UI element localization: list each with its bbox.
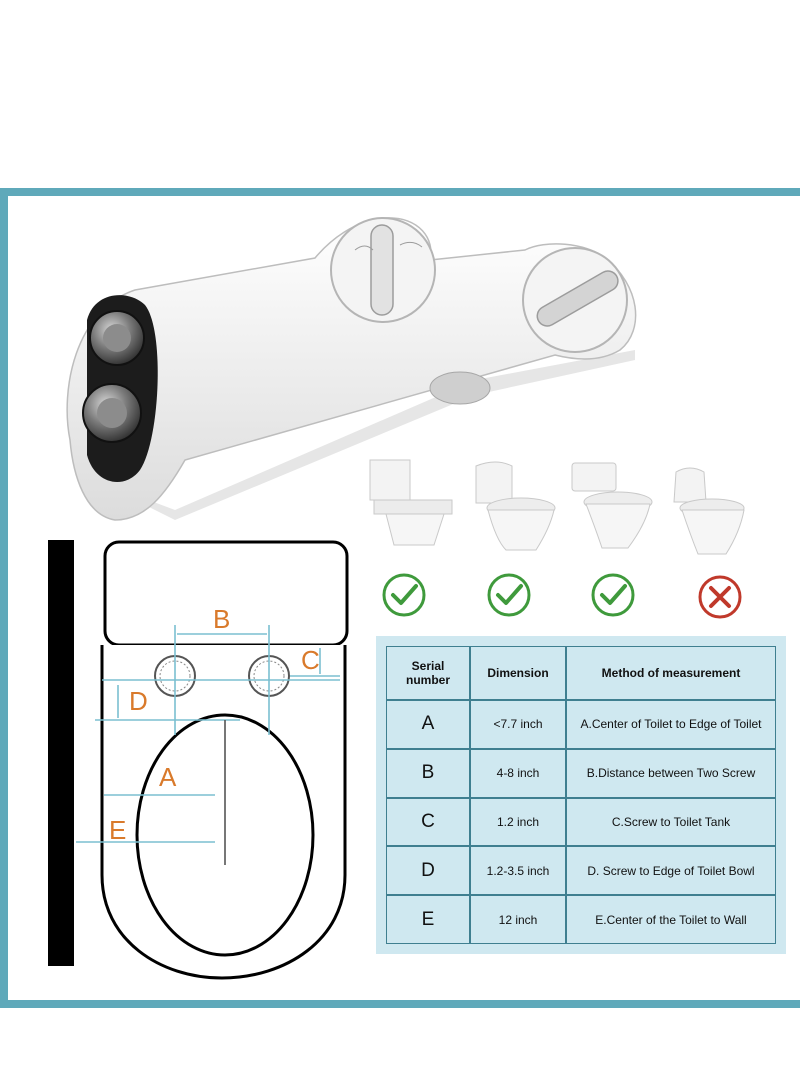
- toilet-wallback-icon: [673, 467, 745, 555]
- method-cell: E.Center of the Toilet to Wall: [566, 895, 776, 944]
- method-cell: C.Screw to Toilet Tank: [566, 797, 776, 847]
- serial-cell: A: [386, 700, 470, 749]
- check-icon: [591, 573, 635, 617]
- label-a: A: [159, 762, 177, 792]
- toilet-square-icon: [369, 459, 453, 546]
- dimension-cell: 1.2 inch: [470, 797, 566, 847]
- header-serial: Serial number: [386, 646, 470, 700]
- toilet-twopiece-icon: [571, 462, 653, 549]
- check-icon: [382, 573, 426, 617]
- table-row: A <7.7 inch A.Center of Toilet to Edge o…: [386, 700, 776, 749]
- toilet-onepiece-icon: [475, 461, 556, 551]
- method-cell: B.Distance between Two Screw: [566, 748, 776, 798]
- serial-cell: E: [386, 895, 470, 944]
- serial-cell: C: [386, 797, 470, 847]
- dimension-cell: <7.7 inch: [470, 700, 566, 749]
- dimension-cell: 4-8 inch: [470, 748, 566, 798]
- table-row: B 4-8 inch B.Distance between Two Screw: [386, 748, 776, 798]
- label-e: E: [109, 815, 127, 845]
- label-b: B: [213, 604, 231, 634]
- serial-cell: B: [386, 748, 470, 798]
- wall-bar: [48, 540, 74, 966]
- method-cell: A.Center of Toilet to Edge of Toilet: [566, 700, 776, 749]
- method-cell: D. Screw to Edge of Toilet Bowl: [566, 846, 776, 896]
- check-icon: [487, 573, 531, 617]
- bidet-attachment-image: [66, 217, 637, 521]
- serial-cell: D: [386, 846, 470, 896]
- header-dimension: Dimension: [470, 646, 566, 700]
- dimension-cell: 12 inch: [470, 895, 566, 944]
- dimension-cell: 1.2-3.5 inch: [470, 846, 566, 896]
- measurement-diagram: [48, 540, 349, 980]
- header-method: Method of measurement: [566, 646, 776, 700]
- cross-icon: [698, 575, 742, 619]
- table-row: D 1.2-3.5 inch D. Screw to Edge of Toile…: [386, 846, 776, 896]
- label-c: C: [301, 645, 320, 675]
- measurement-table: Serial number Dimension Method of measur…: [376, 636, 786, 954]
- label-d: D: [129, 686, 148, 716]
- table-row: E 12 inch E.Center of the Toilet to Wall: [386, 895, 776, 944]
- table-row: C 1.2 inch C.Screw to Toilet Tank: [386, 797, 776, 847]
